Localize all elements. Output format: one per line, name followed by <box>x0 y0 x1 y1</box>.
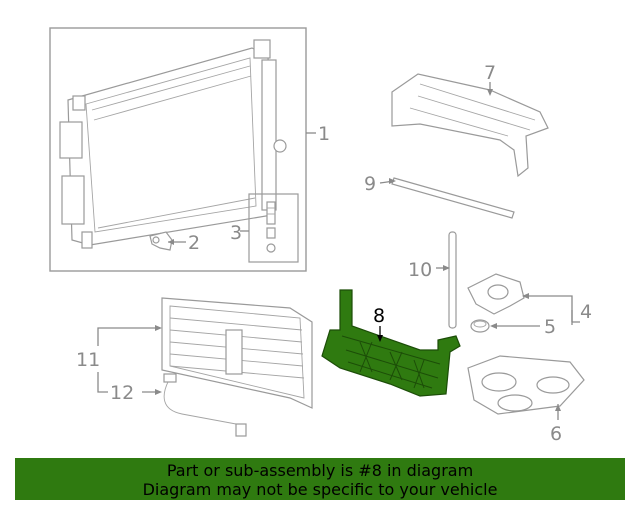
fastener-part-3 <box>266 201 276 253</box>
air-baffle-part-8 <box>321 289 461 397</box>
fastener-box <box>248 193 299 263</box>
banner-line-2: Diagram may not be specific to your vehi… <box>142 480 498 499</box>
insulator-part-5 <box>470 319 490 333</box>
harness-part-12 <box>163 377 245 437</box>
banner-line-1: Part or sub-assembly is #8 in diagram <box>166 461 474 480</box>
parts-diagram: 1 2 3 4 5 6 7 8 9 10 11 12 <box>49 27 592 445</box>
harness-connector <box>163 373 177 383</box>
callout-9: 9 <box>364 173 376 195</box>
vertical-seal-part-10 <box>448 231 457 329</box>
callout-4: 4 <box>580 301 592 323</box>
callout-2: 2 <box>188 232 200 254</box>
callout-1: 1 <box>318 123 330 145</box>
callout-8: 8 <box>373 305 385 327</box>
callout-11: 11 <box>76 349 100 371</box>
seal-strip-part-9 <box>391 177 515 219</box>
callout-7: 7 <box>484 62 496 84</box>
callout-5: 5 <box>544 316 556 338</box>
callout-6: 6 <box>550 423 562 445</box>
radiator <box>59 39 287 249</box>
upper-deflector-part-7 <box>391 73 549 178</box>
mount-bracket-part-4 <box>467 273 525 315</box>
harness-connector-end <box>235 423 247 437</box>
plate-part-6 <box>467 355 585 415</box>
callout-12: 12 <box>110 382 134 404</box>
bracket-part-2 <box>149 231 173 251</box>
radiator-group-box <box>49 27 307 272</box>
grille-shutter-part-11 <box>161 297 313 409</box>
callout-10: 10 <box>408 259 432 281</box>
info-banner: Part or sub-assembly is #8 in diagram Di… <box>15 458 625 500</box>
callout-3: 3 <box>230 222 242 244</box>
